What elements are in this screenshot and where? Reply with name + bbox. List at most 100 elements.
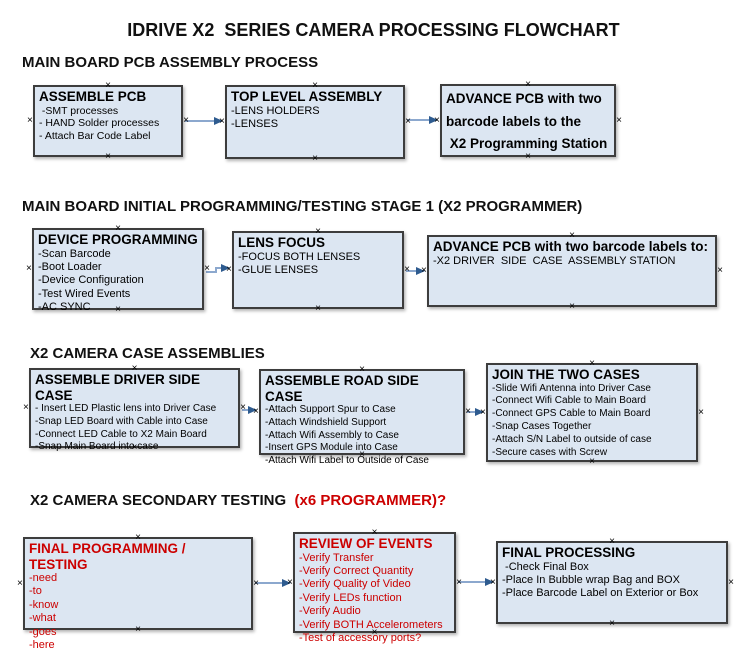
box-review-of-events: REVIEW OF EVENTS -Verify Transfer -Verif… <box>293 532 456 644</box>
box-item: -GLUE LENSES <box>238 263 319 276</box>
connection-handle-icon <box>253 579 259 589</box>
box-assemble-driver-side-case: ASSEMBLE DRIVER SIDE CASE - Insert LED P… <box>29 368 240 452</box>
box-item: -Attach Wifi Label to Outside of Case <box>265 455 429 467</box>
box-lens-focus: LENS FOCUS -FOCUS BOTH LENSES -GLUE LENS… <box>232 231 404 309</box>
connection-handle-icon <box>359 450 365 460</box>
box-item: -Verify LEDs function <box>299 591 402 604</box>
box-item: -Scan Barcode <box>38 247 111 260</box>
box-title: ADVANCE PCB with two barcode labels to t… <box>446 91 608 152</box>
box-item: -LENSES <box>231 117 279 130</box>
connection-handle-icon <box>115 305 121 315</box>
connection-handle-icon <box>465 407 471 417</box>
connection-handle-icon <box>132 364 138 374</box>
box-title: ASSEMBLE DRIVER SIDE CASE <box>35 372 204 403</box>
box-item: -what <box>29 612 56 625</box>
connection-handle-icon <box>253 407 259 417</box>
connection-handle-icon <box>525 152 531 162</box>
box-final-programming-testing: FINAL PROGRAMMING / TESTING -need -to -k… <box>23 537 253 651</box>
connection-handle-icon <box>219 117 225 127</box>
box-title: ASSEMBLE ROAD SIDE CASE <box>265 373 423 404</box>
box-item: -LENS HOLDERS <box>231 104 320 117</box>
box-title: ASSEMBLE PCB <box>39 89 147 104</box>
connection-handle-icon <box>312 154 318 164</box>
box-advance-pcb-programming-station: ADVANCE PCB with two barcode labels to t… <box>440 84 616 157</box>
connection-handle-icon <box>315 304 321 314</box>
box-device-programming: DEVICE PROGRAMMING -Scan Barcode -Boot L… <box>32 228 204 313</box>
connection-handle-icon <box>717 266 723 276</box>
box-item: -Verify BOTH Accelerometers <box>299 618 443 631</box>
connection-handle-icon <box>405 117 411 127</box>
section-heading-secondary-testing: X2 CAMERA SECONDARY TESTING (x6 PROGRAMM… <box>30 492 446 509</box>
connection-handle-icon <box>105 152 111 162</box>
connection-handle-icon <box>589 359 595 369</box>
page-title: IDRIVE X2 SERIES CAMERA PROCESSING FLOWC… <box>127 20 620 40</box>
connection-handle-icon <box>609 537 615 547</box>
connection-handle-icon <box>490 578 496 588</box>
connection-handle-icon <box>372 528 378 538</box>
box-item: -SMT processes <box>39 104 119 117</box>
connection-handle-icon <box>27 116 33 126</box>
connection-handle-icon <box>359 365 365 375</box>
box-item: -Connect LED Cable to X2 Main Board <box>35 428 207 440</box>
connection-handle-icon <box>315 227 321 237</box>
connection-handle-icon <box>135 625 141 635</box>
box-item: -Attach S/N Label to outside of case <box>492 433 652 445</box>
connection-handle-icon <box>616 116 622 126</box>
box-join-the-two-cases: JOIN THE TWO CASES -Slide Wifi Antenna i… <box>486 363 698 462</box>
connection-handle-icon <box>698 408 704 418</box>
connection-handle-icon <box>421 266 427 276</box>
box-top-level-assembly: TOP LEVEL ASSEMBLY -LENS HOLDERS -LENSES <box>225 85 405 159</box>
box-title: ADVANCE PCB with two barcode labels to: <box>433 239 709 254</box>
connection-handle-icon <box>609 619 615 629</box>
box-title: REVIEW OF EVENTS <box>299 536 433 551</box>
connection-handle-icon <box>312 81 318 91</box>
section-heading-red-suffix: (x6 PROGRAMMER)? <box>286 492 447 509</box>
box-item: -to <box>29 585 42 598</box>
box-item: -Verify Quality of Video <box>299 578 411 591</box>
box-item: -Device Configuration <box>38 274 144 287</box>
section-heading-case-assemblies: X2 CAMERA CASE ASSEMBLIES <box>30 345 265 362</box>
box-assemble-road-side-case: ASSEMBLE ROAD SIDE CASE -Attach Support … <box>259 369 465 466</box>
box-title: FINAL PROCESSING <box>502 545 636 560</box>
section-heading-text: X2 CAMERA SECONDARY TESTING <box>30 492 287 509</box>
connection-handle-icon <box>105 81 111 91</box>
connection-handle-icon <box>183 116 189 126</box>
box-item: -here <box>29 639 55 652</box>
connection-handle-icon <box>728 578 734 588</box>
box-item: - HAND Solder processes <box>39 117 160 130</box>
box-advance-pcb-driver-side: ADVANCE PCB with two barcode labels to: … <box>427 235 717 307</box>
connection-handle-icon <box>240 403 246 413</box>
box-item: -need <box>29 572 58 585</box>
box-item: -Attach Wifi Assembly to Case <box>265 429 399 441</box>
connection-handle-icon <box>480 408 486 418</box>
connection-handle-icon <box>525 80 531 90</box>
connection-handle-icon <box>287 578 293 588</box>
connection-handle-icon <box>17 579 23 589</box>
connection-handle-icon <box>132 443 138 453</box>
box-item: -Slide Wifi Antenna into Driver Case <box>492 382 651 394</box>
box-item: -Attach Support Spur to Case <box>265 404 396 416</box>
connection-handle-icon <box>456 578 462 588</box>
box-item: -Verify Correct Quantity <box>299 564 414 577</box>
connection-handle-icon <box>115 224 121 234</box>
box-item: -Connect Wifi Cable to Main Board <box>492 395 646 407</box>
connection-handle-icon <box>204 264 210 274</box>
box-item: -X2 DRIVER SIDE CASE ASSEMBLY STATION <box>433 254 676 267</box>
connection-handle-icon <box>569 302 575 312</box>
section-heading-pcb-assembly: MAIN BOARD PCB ASSEMBLY PROCESS <box>22 54 319 71</box>
connection-handle-icon <box>226 265 232 275</box>
box-item: -Snap Main Board into case <box>35 441 159 453</box>
connection-handle-icon <box>23 403 29 413</box>
box-item: -Verify Transfer <box>299 551 374 564</box>
box-item: -Boot Loader <box>38 260 102 273</box>
box-item: -Check Final Box <box>502 560 589 573</box>
connection-handle-icon <box>404 265 410 275</box>
box-item: -AC SYNC <box>38 301 91 314</box>
box-item: -Place In Bubble wrap Bag and BOX <box>502 573 680 586</box>
box-item: -goes <box>29 625 57 638</box>
box-item: - Attach Bar Code Label <box>39 130 151 143</box>
box-title: LENS FOCUS <box>238 235 326 250</box>
connection-handle-icon <box>135 533 141 543</box>
box-item: -FOCUS BOTH LENSES <box>238 250 361 263</box>
connection-handle-icon <box>26 264 32 274</box>
